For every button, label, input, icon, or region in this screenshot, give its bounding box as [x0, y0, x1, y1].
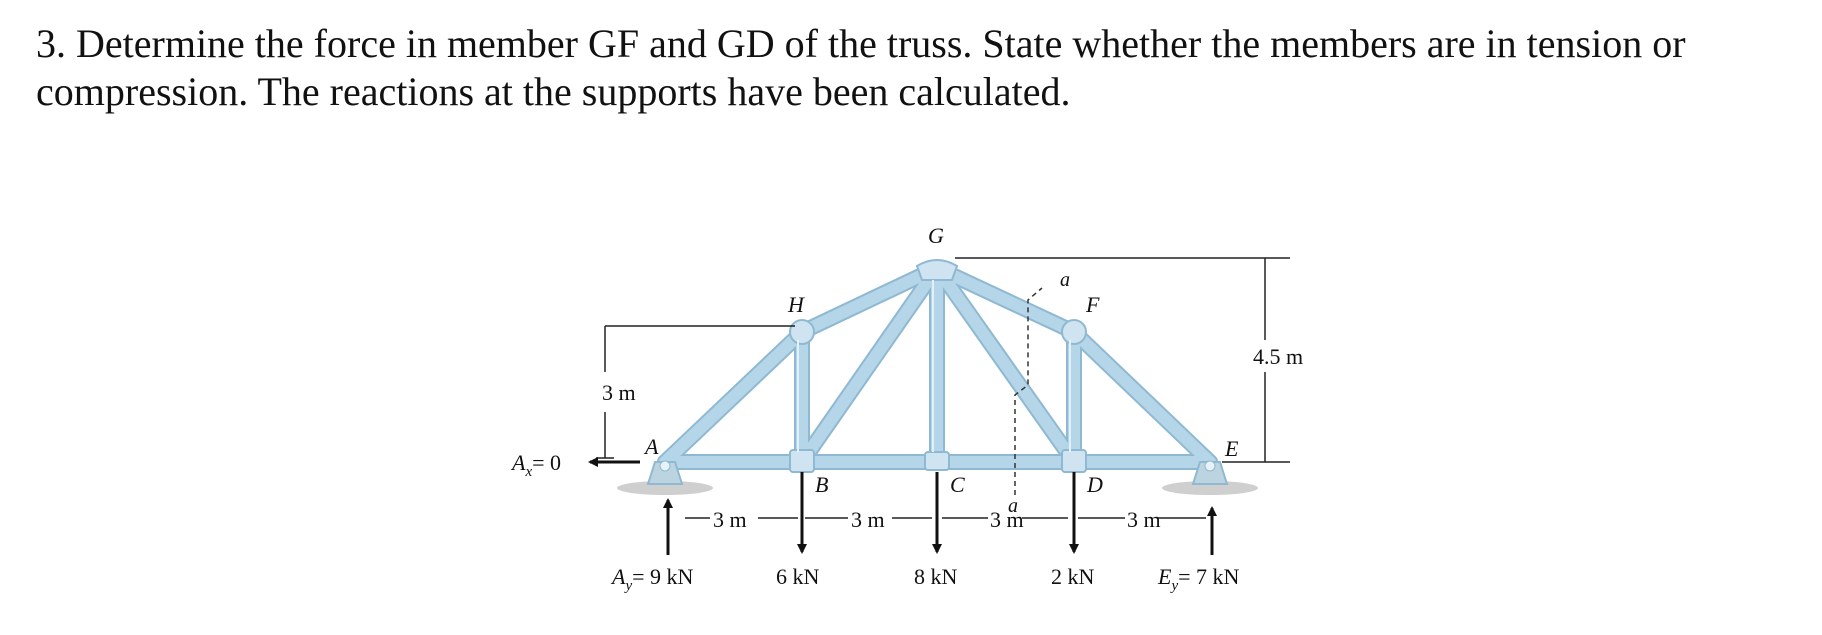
joint-label-e: E [1224, 436, 1239, 461]
joint-label-g: G [928, 223, 944, 248]
gusset-plates [789, 259, 1087, 473]
dimension-label-span-4: 3 m [1127, 507, 1161, 532]
member-bg [796, 262, 943, 468]
reaction-ay-sub: y [623, 578, 632, 594]
dimension-label-height-left: 3 m [602, 380, 636, 405]
section-label-bottom: a [1008, 495, 1018, 517]
section-line-a: a a [1008, 269, 1070, 517]
reaction-ax-value: = 0 [532, 450, 561, 475]
load-label-c: 8 kN [914, 564, 958, 589]
section-label-top: a [1060, 269, 1070, 291]
reaction-label-ax: Ax= 0 [510, 450, 561, 480]
member-gf [931, 262, 1080, 338]
member-gd [931, 262, 1080, 468]
ground-shadow-e [1162, 481, 1258, 495]
dimension-height-right [955, 257, 1290, 463]
dimension-label-span-1: 3 m [713, 507, 747, 532]
reaction-ay-value: = 9 kN [632, 564, 693, 589]
support-a [646, 460, 684, 485]
gusset-g [915, 259, 959, 281]
joint-label-b: B [815, 472, 828, 497]
reaction-ay-symbol: A [610, 564, 626, 589]
load-label-b: 6 kN [776, 564, 820, 589]
dimension-label-span-2: 3 m [851, 507, 885, 532]
load-arrows [797, 472, 1079, 554]
dimension-label-height-right: 4.5 m [1253, 344, 1303, 369]
reaction-ax-symbol: A [510, 450, 526, 475]
load-label-d: 2 kN [1051, 564, 1095, 589]
ground-shadow-a [617, 481, 713, 495]
joint-label-f: F [1085, 292, 1100, 317]
reaction-ey-symbol: E [1157, 564, 1172, 589]
reaction-label-ay: Ay= 9 kN [610, 564, 694, 594]
reaction-ax-sub: x [524, 464, 532, 480]
joint-label-c: C [950, 472, 965, 497]
support-e [1191, 460, 1229, 485]
dimension-label-span-3: 3 m [990, 507, 1024, 532]
truss-members [657, 260, 1218, 470]
joint-label-h: H [787, 292, 805, 317]
gusset-d [1061, 449, 1087, 473]
problem-number: 3. [36, 21, 66, 66]
reaction-ey-value: = 7 kN [1178, 564, 1239, 589]
gusset-h [789, 319, 815, 345]
joint-label-a: A [643, 434, 659, 459]
reaction-label-ey: Ey= 7 kN [1157, 564, 1240, 594]
gusset-f [1061, 319, 1087, 345]
problem-statement: 3. Determine the force in member GF and … [36, 20, 1806, 116]
member-ah [659, 326, 808, 468]
dimension-height-left [596, 325, 795, 459]
problem-text: Determine the force in member GF and GD … [36, 21, 1686, 114]
gusset-b [789, 449, 815, 473]
reaction-ey-sub: y [1169, 578, 1178, 594]
gusset-c [924, 451, 950, 471]
joint-label-d: D [1086, 472, 1103, 497]
member-fe [1068, 326, 1216, 468]
member-hg [796, 262, 943, 338]
